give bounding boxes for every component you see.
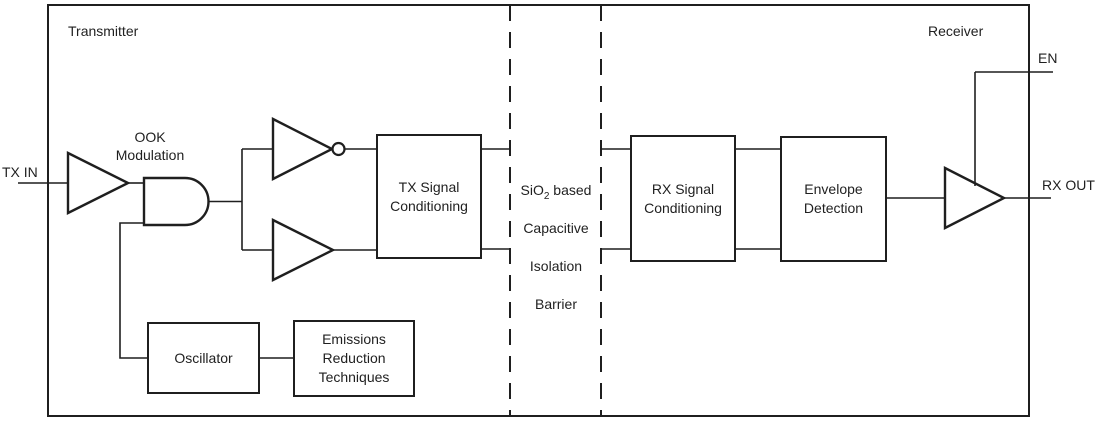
tx-input-buffer-gate xyxy=(66,151,131,215)
tx-signal-conditioning-block: TX Signal Conditioning xyxy=(376,134,482,259)
ook-modulation-label: OOK Modulation xyxy=(115,129,185,163)
wire-oscillator-to-and xyxy=(119,222,147,359)
oscillator-block: Oscillator xyxy=(147,322,260,394)
barrier-label-line2: Capacitive xyxy=(523,220,589,236)
rx-out-pin-label: RX OUT xyxy=(1042,177,1095,193)
transmitter-section-label: Transmitter xyxy=(68,23,139,39)
sio2-subscript: 2 xyxy=(543,190,550,202)
envelope-detection-block: Envelope Detection xyxy=(780,136,887,262)
and-gate xyxy=(142,176,210,227)
isolation-barrier-label: SiO2 based Capacitive Isolation Barrier xyxy=(511,162,601,333)
receiver-section-label: Receiver xyxy=(928,23,984,39)
barrier-label-line4: Barrier xyxy=(534,296,577,312)
tx-in-pin-label: TX IN xyxy=(2,164,38,180)
barrier-label-line3: Isolation xyxy=(529,258,583,274)
isolator-outline-box xyxy=(47,4,1030,417)
en-pin-label: EN xyxy=(1038,50,1058,66)
rx-signal-conditioning-block: RX Signal Conditioning xyxy=(630,135,736,262)
inverter-bubble xyxy=(331,141,346,157)
buffer-gate xyxy=(271,218,336,282)
inverter-gate xyxy=(271,117,335,181)
emissions-reduction-block: Emissions Reduction Techniques xyxy=(293,320,415,397)
barrier-label-line1: SiO2 based xyxy=(520,182,592,202)
